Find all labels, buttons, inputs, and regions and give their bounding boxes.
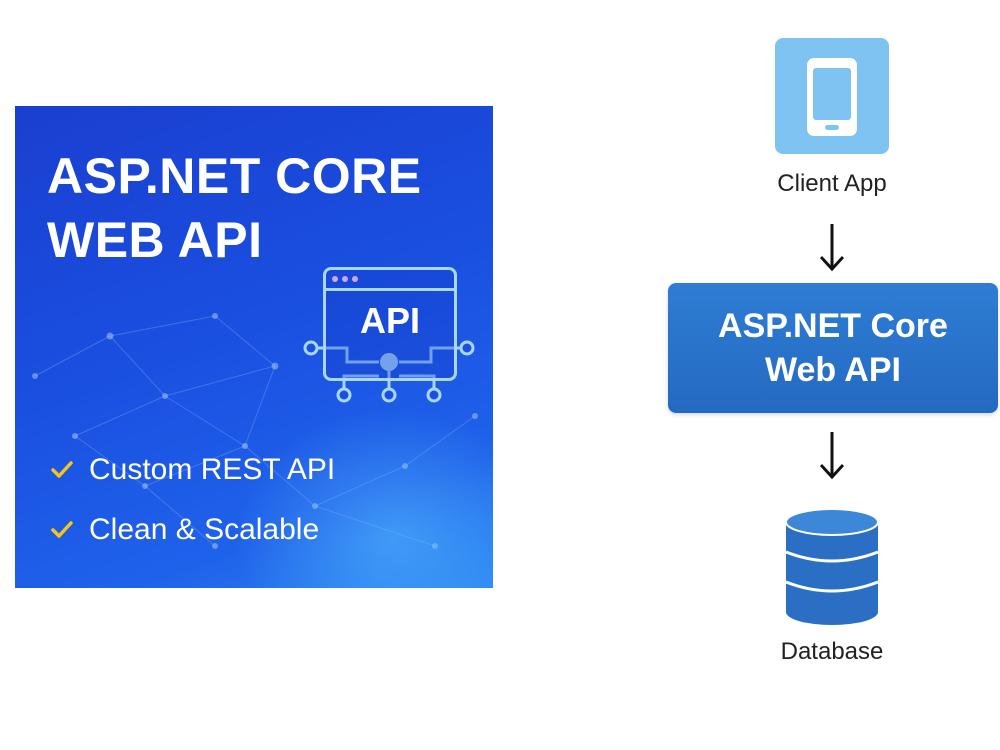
feature-list: Custom REST API Clean & Scalable — [49, 440, 335, 560]
database-label: Database — [780, 638, 884, 665]
client-app-label: Client App — [777, 170, 887, 197]
circuit-icon — [303, 340, 475, 403]
feature-label: Clean & Scalable — [89, 513, 320, 546]
arrow-down-icon — [819, 432, 845, 480]
arrow-down-icon — [819, 224, 845, 272]
web-api-label-line2: Web API — [764, 351, 901, 389]
glow-decoration — [233, 408, 493, 588]
window-dot-icon — [352, 276, 358, 282]
checkmark-icon — [51, 461, 73, 478]
window-dot-icon — [342, 276, 348, 282]
feature-item: Clean & Scalable — [49, 500, 335, 560]
api-illustration: API — [299, 264, 479, 414]
web-api-label-line1: ASP.NET Core — [718, 307, 948, 345]
promo-title: ASP.NET CORE WEB API — [47, 144, 422, 272]
window-dot-icon — [332, 276, 338, 282]
feature-item: Custom REST API — [49, 440, 335, 500]
api-window-icon: API — [323, 267, 457, 381]
window-titlebar — [326, 270, 454, 291]
promo-title-line2: WEB API — [47, 212, 263, 268]
web-api-label: ASP.NET Core Web API — [718, 304, 948, 392]
client-app-node — [775, 38, 889, 154]
feature-label: Custom REST API — [89, 453, 336, 486]
smartphone-icon — [807, 58, 857, 136]
api-badge-label: API — [359, 300, 420, 341]
web-api-node: ASP.NET Core Web API — [668, 283, 998, 413]
database-icon — [785, 508, 879, 625]
checkmark-icon — [51, 521, 73, 538]
promo-card: ASP.NET CORE WEB API — [15, 106, 493, 588]
promo-title-line1: ASP.NET CORE — [47, 148, 422, 204]
